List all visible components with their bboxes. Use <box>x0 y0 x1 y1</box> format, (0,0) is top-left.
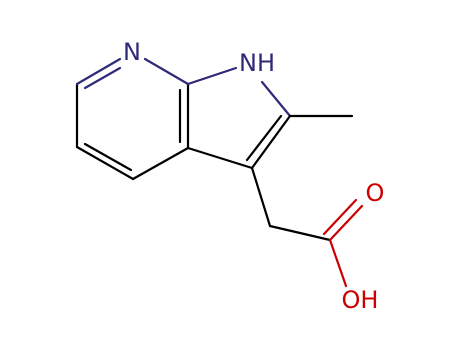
atom-hydroxyl-oh: OH <box>342 286 379 314</box>
atom-carbonyl-o: O <box>366 179 385 207</box>
bond-n7-c7a <box>143 57 190 86</box>
bond-ch2-cooh <box>268 224 332 242</box>
bond-c3-ch2 <box>250 166 272 228</box>
bond-c2-c3 <box>250 114 292 170</box>
bond-c7a-n1 <box>186 66 238 86</box>
bond-c-o-double-b <box>322 198 358 236</box>
bond-c4-c5 <box>75 145 135 181</box>
bond-c-oh <box>328 238 348 288</box>
bond-c2-c3-inner <box>245 114 283 162</box>
bond-c3a-c4 <box>131 146 190 181</box>
bond-c4-c5-inner <box>83 142 133 172</box>
bond-c6-n7 <box>75 57 122 86</box>
bond-c-o-double-a <box>328 204 364 242</box>
bond-c6-n7-inner <box>83 66 122 90</box>
atom-pyridine-n: N <box>123 38 141 66</box>
bond-c3-c3a <box>186 146 254 170</box>
atom-pyrrole-nh: NH <box>239 49 275 77</box>
bond-n1-c2 <box>260 80 292 118</box>
